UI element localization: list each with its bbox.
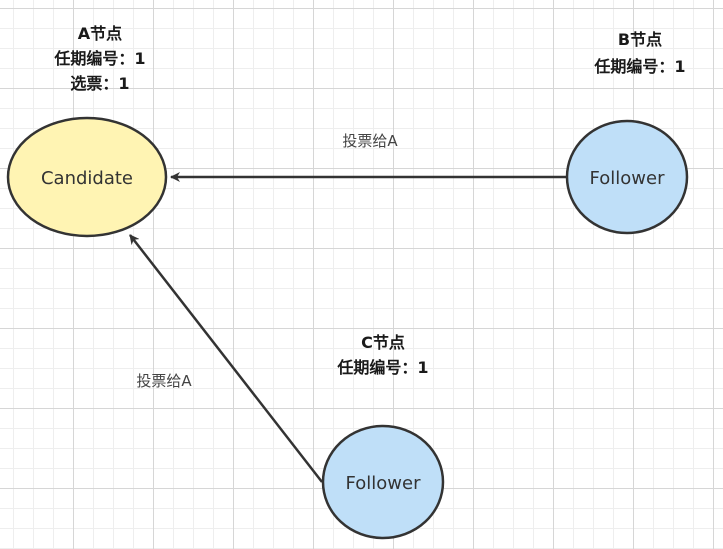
node-b-follower[interactable] — [565, 119, 689, 235]
node-c-follower[interactable] — [321, 424, 445, 540]
edge-c-to-a[interactable] — [129, 234, 323, 483]
edge-b-to-a-label: 投票给A — [342, 132, 398, 150]
edge-c-to-a-label: 投票给A — [136, 372, 192, 390]
node-b-role: Follower — [590, 168, 666, 189]
node-c-role: Follower — [346, 473, 422, 494]
node-a-role: Candidate — [41, 168, 133, 189]
node-c-title: C节点 — [361, 333, 405, 352]
node-b-term: 任期编号：1 — [593, 57, 685, 76]
node-c-term: 任期编号：1 — [336, 358, 428, 377]
node-a-candidate[interactable] — [6, 116, 168, 238]
node-a-term: 任期编号：1 — [53, 49, 145, 68]
node-b-title: B节点 — [618, 30, 662, 49]
node-a-title: A节点 — [78, 24, 122, 43]
node-a-votes: 选票：1 — [70, 74, 129, 93]
